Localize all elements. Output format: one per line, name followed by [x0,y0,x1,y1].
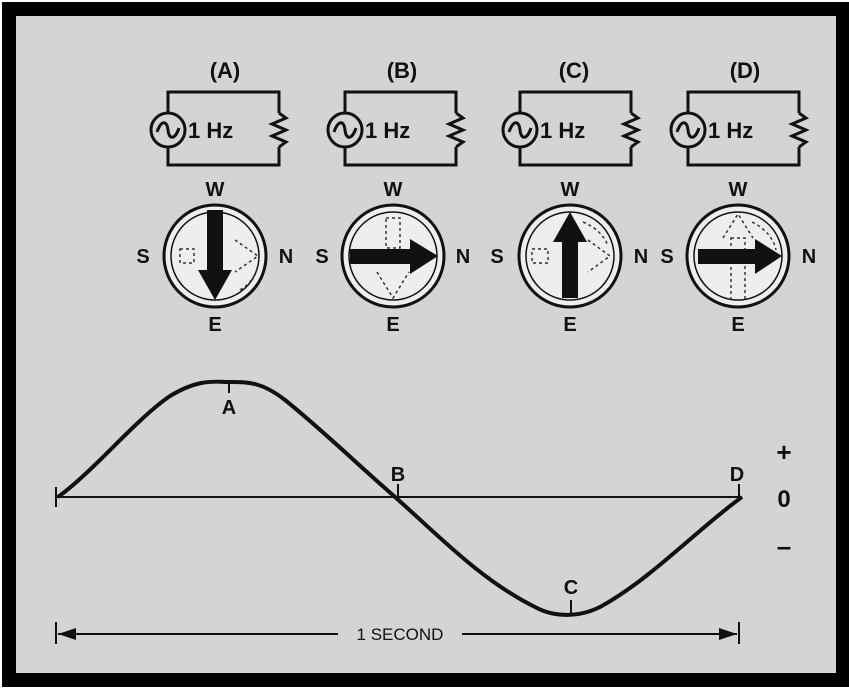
compass-b: W S N E [315,179,470,336]
panel-c: (C) 1 Hz W S N E [490,58,648,336]
point-label-c: C [564,577,578,599]
circuit-c [501,90,642,167]
polarity-minus: – [777,531,791,561]
compass-needle-d [698,249,758,264]
svg-text:E: E [386,314,399,336]
circuit-d [669,90,810,167]
svg-text:N: N [456,246,470,268]
svg-text:E: E [731,314,744,336]
panel-d: (D) 1 Hz W S N E [660,58,816,336]
panel-label-c: (C) [559,58,590,83]
svg-text:E: E [563,314,576,336]
svg-text:W: W [384,179,403,201]
svg-text:N: N [634,246,648,268]
panel-label-d: (D) [730,58,761,83]
compass-needle-a [207,210,223,272]
panel-label-a: (A) [210,58,241,83]
circuit-b [326,90,467,167]
svg-text:S: S [315,246,328,268]
compass-d: W S N E [660,179,816,336]
point-label-d: D [730,464,744,486]
svg-text:W: W [206,179,225,201]
compass-needle-c [562,240,578,298]
point-label-a: A [222,397,236,419]
waveform: A B C D + 0 – 1 SECOND [55,379,792,644]
compass-needle-b [350,249,412,264]
duration-label: 1 SECOND [357,625,444,644]
frequency-label-d: 1 Hz [708,118,753,143]
svg-text:W: W [561,179,580,201]
svg-text:S: S [136,246,149,268]
frequency-label-b: 1 Hz [365,118,410,143]
panel-b: (B) 1 Hz W S N E [315,58,470,336]
svg-text:S: S [490,246,503,268]
compass-c: W S N E [490,179,648,336]
duration-dimension [55,622,740,644]
svg-text:E: E [208,314,221,336]
svg-text:W: W [729,179,748,201]
panel-a: (A) 1 Hz W S N E [136,58,293,336]
polarity-plus: + [776,437,791,467]
svg-text:N: N [279,246,293,268]
compass-a: W S N E [136,179,293,336]
sine-curve [56,379,744,617]
svg-text:N: N [802,246,816,268]
frequency-label-c: 1 Hz [540,118,585,143]
panel-label-b: (B) [387,58,418,83]
point-label-b: B [391,464,405,486]
circuit-a [149,90,290,167]
frequency-label-a: 1 Hz [188,118,233,143]
svg-text:S: S [660,246,673,268]
polarity-zero: 0 [777,486,790,513]
